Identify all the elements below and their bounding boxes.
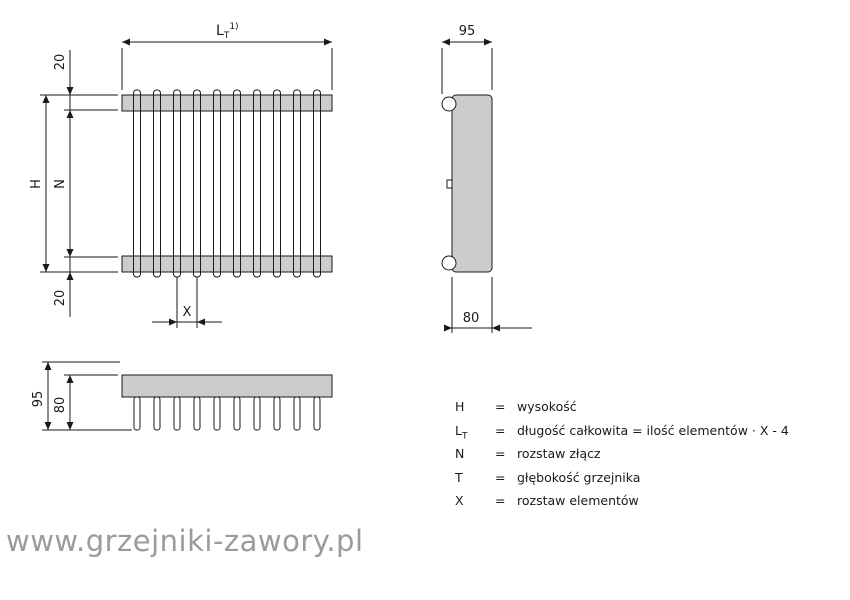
plan-tube [293, 396, 301, 431]
plan-tube [313, 396, 321, 431]
dim-label-element-spacing: X [183, 305, 192, 320]
plan-tube [193, 396, 201, 431]
dim-label-height: H [29, 179, 44, 189]
plan-header [121, 374, 333, 398]
plan-tube [153, 396, 161, 431]
arrowhead [197, 318, 205, 326]
arrowhead [66, 375, 74, 383]
dim-label-side-body-depth: 80 [463, 311, 480, 326]
legend-symbol: LT [455, 422, 468, 442]
arrowhead [484, 38, 492, 46]
arrowhead [42, 264, 50, 272]
front-tube [293, 89, 301, 278]
dim-label-top-offset: 20 [53, 54, 68, 71]
arrowhead [442, 38, 450, 46]
dim-label-bottom-offset: 20 [53, 290, 68, 307]
arrowhead [169, 318, 177, 326]
front-tube [193, 89, 201, 278]
legend-row: T = głębokość grzejnika [455, 469, 789, 493]
arrowhead [66, 249, 74, 257]
plan-tube [173, 396, 181, 431]
side-top-connection [441, 96, 457, 112]
dim-label-total-length: LT1) [216, 22, 239, 41]
legend-equals: = [495, 469, 506, 485]
legend: H = wysokość LT = długość całkowita = il… [455, 398, 789, 516]
arrowhead [44, 422, 52, 430]
legend-description: wysokość [517, 399, 577, 414]
legend-equals: = [495, 422, 506, 438]
arrowhead [66, 272, 74, 280]
front-tube [313, 89, 321, 278]
plan-view: 95 80 [31, 361, 333, 431]
plan-tube [253, 396, 261, 431]
legend-equals: = [495, 446, 506, 461]
legend-description: rozstaw złącz [517, 446, 601, 461]
arrowhead [122, 38, 130, 46]
dim-label-plan-body-depth: 80 [53, 397, 68, 414]
arrowhead [42, 95, 50, 103]
legend-description: długość całkowita = ilość elementów · X … [517, 422, 789, 438]
watermark-text: www.grzejniki-zawory.pl [6, 524, 364, 558]
front-top-header [121, 94, 333, 112]
front-tube [253, 89, 261, 278]
arrowhead [444, 324, 452, 332]
side-mid-plug [446, 179, 453, 189]
side-body [451, 94, 493, 273]
front-tube [213, 89, 221, 278]
legend-description: głębokość grzejnika [517, 469, 641, 485]
legend-symbol: N [455, 446, 465, 461]
arrowhead [66, 87, 74, 95]
front-tube [133, 89, 141, 278]
legend-symbol: X [455, 493, 464, 508]
legend-row: N = rozstaw złącz [455, 445, 789, 469]
dim-label-connection-spacing: N [53, 179, 68, 189]
legend-symbol: H [455, 399, 465, 414]
legend-equals: = [495, 493, 506, 508]
arrowhead [44, 362, 52, 370]
plan-tube [133, 396, 141, 431]
legend-row: LT = długość całkowita = ilość elementów… [455, 422, 789, 446]
legend-description: rozstaw elementów [517, 493, 639, 508]
legend-row: H = wysokość [455, 398, 789, 422]
front-tube [173, 89, 181, 278]
legend-row: X = rozstaw elementów [455, 492, 789, 516]
legend-symbol: T [455, 469, 463, 485]
arrowhead [66, 422, 74, 430]
front-tube [153, 89, 161, 278]
front-bottom-header [121, 255, 333, 273]
side-bottom-connection [441, 255, 457, 271]
arrowhead [66, 110, 74, 118]
arrowhead [324, 38, 332, 46]
front-tube [273, 89, 281, 278]
legend-equals: = [495, 399, 506, 414]
dim-label-plan-total-depth: 95 [31, 391, 46, 408]
side-view: 95 80 [441, 24, 532, 333]
dim-label-side-total-depth: 95 [459, 24, 476, 39]
arrowhead [492, 324, 500, 332]
plan-tube [233, 396, 241, 431]
front-tube [233, 89, 241, 278]
front-view: LT1) H 20 N 20 X [29, 22, 333, 328]
plan-tube [273, 396, 281, 431]
plan-tube [213, 396, 221, 431]
